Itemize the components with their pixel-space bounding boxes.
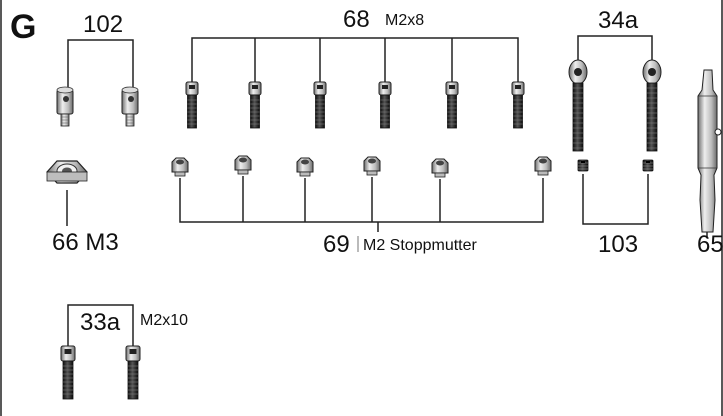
part-68-screw-4 [378, 81, 392, 129]
part-65-turnbuckle: 65 [697, 69, 723, 258]
part-103-group: 103 [577, 159, 654, 258]
part-102-label: 102 [83, 11, 123, 38]
part-33a-spec: M2x10 [140, 312, 188, 329]
part-102-group: 102 [56, 11, 139, 127]
part-69-nut-4 [363, 156, 381, 176]
part-102-collar-2 [121, 86, 139, 127]
part-33a-bracket [67, 304, 134, 346]
part-34a-group: 34a [568, 7, 662, 152]
part-69-nut-6 [534, 156, 552, 176]
part-68-label: 68 [343, 6, 370, 33]
part-34a-label: 34a [598, 7, 639, 34]
part-69-nut-3 [296, 157, 314, 177]
part-34a-eyebolt-1 [568, 59, 588, 152]
part-69-spec: M2 Stoppmutter [363, 237, 478, 254]
part-103-grub-1 [577, 159, 589, 172]
part-68-screw-2 [248, 81, 262, 129]
part-102-bracket [67, 39, 134, 88]
part-68-screw-3 [313, 81, 327, 129]
part-33a-screw-2 [125, 345, 141, 400]
part-69-group: 69 M2 Stoppmutter [171, 155, 552, 258]
part-34a-bracket [577, 35, 653, 60]
part-69-bracket [179, 176, 544, 232]
part-68-spec: M2x8 [385, 12, 424, 29]
part-33a-screw-1 [60, 345, 76, 400]
part-33a-label: 33a [80, 309, 121, 336]
part-102-collar-1 [56, 86, 74, 127]
part-66-hex-nut [46, 160, 88, 184]
part-68-screw-5 [445, 81, 459, 129]
part-69-nut-5 [431, 158, 449, 178]
part-69-label: 69 [323, 231, 350, 258]
part-69-nut-2 [234, 155, 252, 175]
part-68-screw-1 [185, 81, 199, 129]
part-68-group: 68 M2x8 [185, 6, 525, 129]
part-69-nut-1 [171, 157, 189, 177]
section-letter: G [10, 8, 36, 46]
part-65-label: 65 [697, 231, 723, 258]
part-103-grub-2 [642, 159, 654, 172]
part-103-label: 103 [598, 231, 638, 258]
part-103-bracket [582, 174, 649, 225]
part-34a-eyebolt-2 [642, 59, 662, 152]
part-33a-group: 33a M2x10 [60, 304, 188, 400]
part-68-screw-6 [511, 81, 525, 129]
part-68-bracket [191, 37, 519, 82]
part-66-group: 66 M3 [46, 160, 119, 256]
part-66-label: 66 M3 [52, 229, 119, 256]
